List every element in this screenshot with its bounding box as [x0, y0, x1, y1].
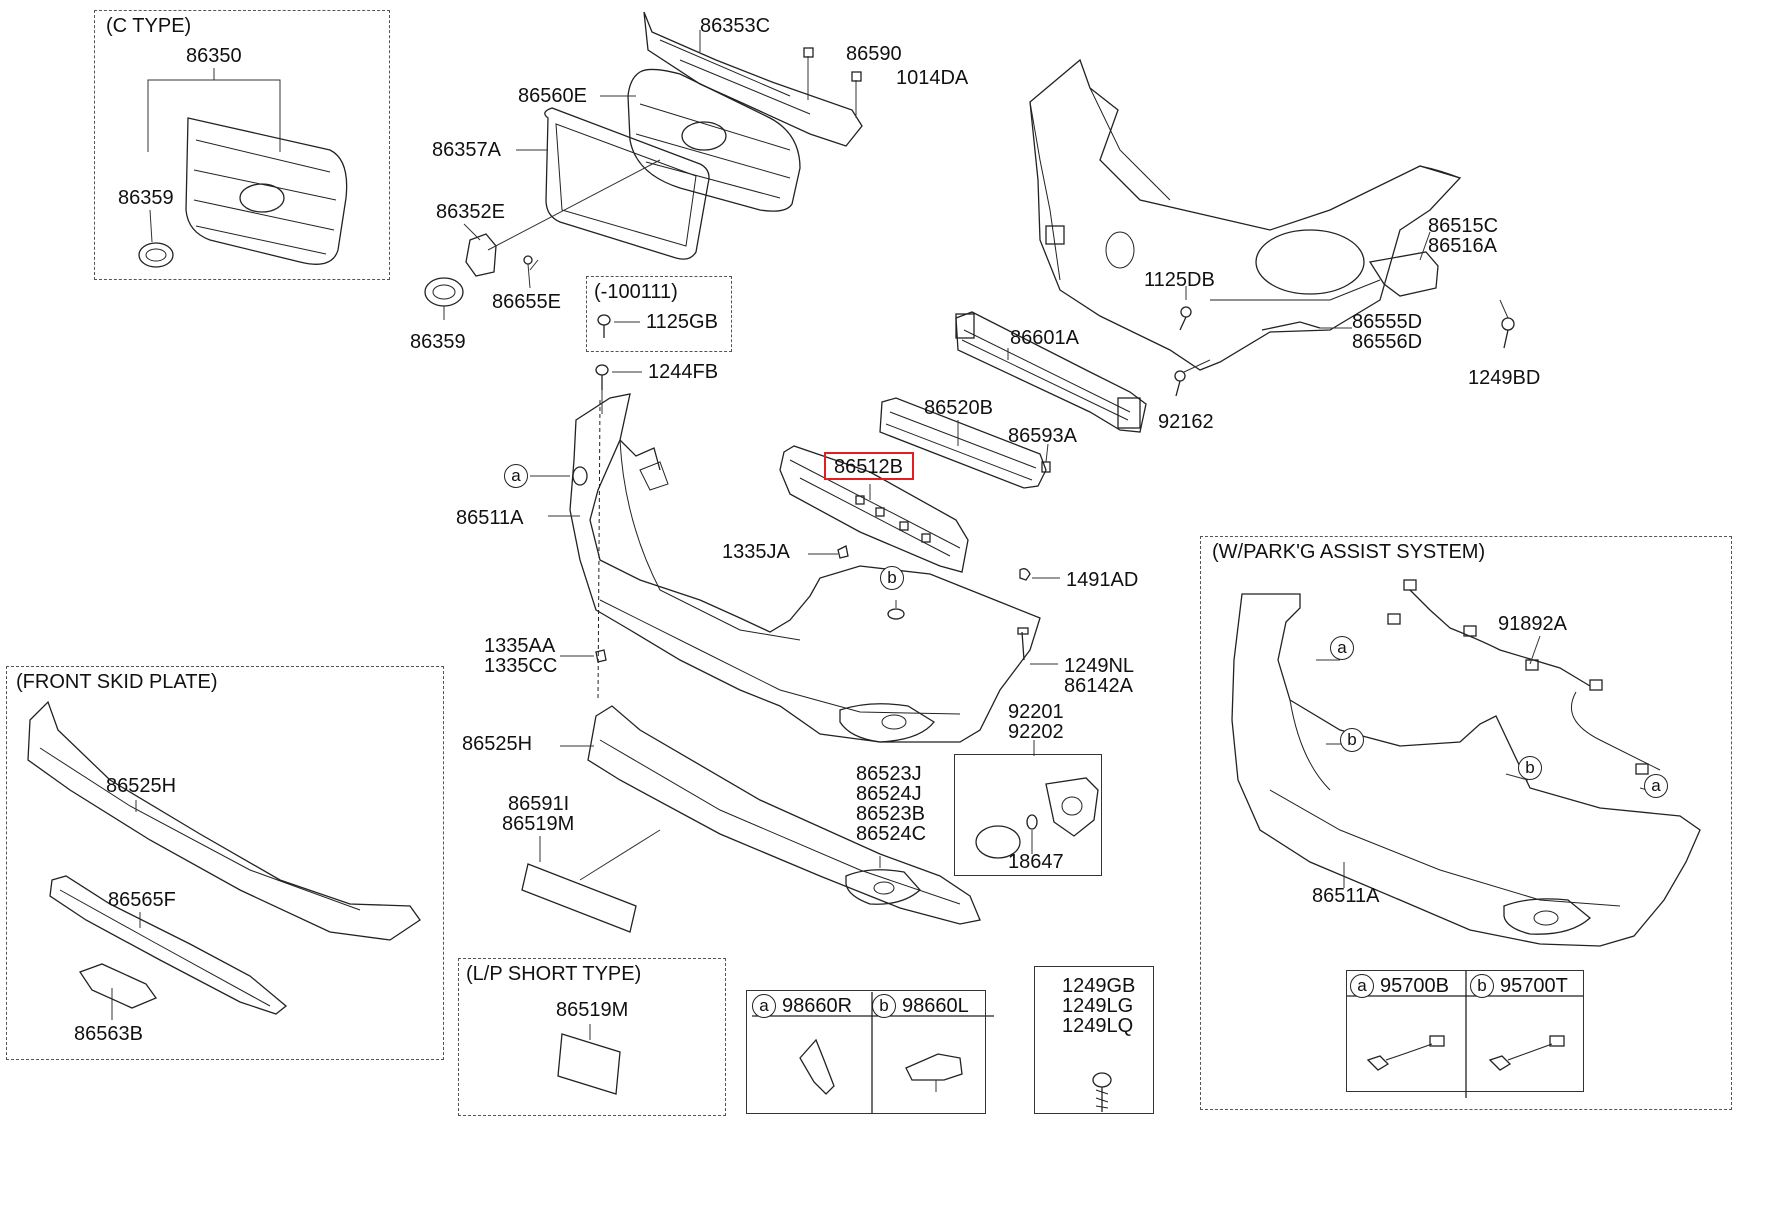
part-label-1249NL: 1249NL [1064, 655, 1135, 677]
group-title-c-type: (C TYPE) [106, 15, 192, 37]
caps-drawing [752, 992, 994, 1114]
part-label-86520B: 86520B [924, 397, 993, 419]
absorber-86520B-drawing [879, 397, 1051, 489]
part-label-86524J: 86524J [856, 783, 922, 805]
callout-b-sensor: b [1470, 974, 1494, 998]
part-label-86523J: 86523J [856, 763, 922, 785]
group-box-front-skid-plate [6, 666, 444, 1060]
part-label-18647: 18647 [1008, 851, 1064, 873]
part-label-86523B: 86523B [856, 803, 925, 825]
callout-a-cap: a [752, 994, 776, 1018]
part-label-86593A: 86593A [1008, 425, 1077, 447]
foglamp-box [954, 754, 1102, 876]
part-label-86357A: 86357A [432, 139, 501, 161]
group-box-c-type [94, 10, 390, 280]
part-label-95700T: 95700T [1500, 975, 1568, 997]
part-label-86556D: 86556D [1352, 331, 1423, 353]
part-label-92201: 92201 [1008, 701, 1064, 723]
valance-86525H-drawing [521, 705, 981, 933]
part-label-98660R: 98660R [782, 995, 853, 1017]
part-label-1125DB: 1125DB [1144, 269, 1215, 291]
bolt-1125GB-drawing [595, 314, 642, 390]
part-label-86516A: 86516A [1428, 235, 1497, 257]
part-label-95700B: 95700B [1380, 975, 1449, 997]
beam-86601A-drawing [955, 311, 1147, 433]
foglamp-drawing [975, 740, 1099, 859]
part-label-86511A: 86511A [456, 507, 524, 529]
part-label-1249BD: 1249BD [1468, 367, 1541, 389]
part-label-92162: 92162 [1158, 411, 1214, 433]
part-label-86359-ctype: 86359 [118, 187, 174, 209]
screw-1249GB-drawing [1092, 1072, 1112, 1112]
part-label-1014DA: 1014DA [896, 67, 969, 89]
group-title-park-assist: (W/PARK'G ASSIST SYSTEM) [1212, 541, 1486, 563]
callout-a-sensor: a [1350, 974, 1374, 998]
part-label-1249LQ: 1249LQ [1062, 1015, 1134, 1037]
part-label-86601A: 86601A [1010, 327, 1079, 349]
part-label-86352E: 86352E [436, 201, 505, 223]
callout-b-park-2: b [1518, 756, 1542, 780]
callout-b-cap: b [872, 994, 896, 1018]
callout-b-main: b [880, 566, 904, 590]
part-label-86515C: 86515C [1428, 215, 1499, 237]
skid-plate-drawing [27, 700, 421, 1020]
callout-b-park-1: b [1340, 728, 1364, 752]
group-title-lp-short-type: (L/P SHORT TYPE) [466, 963, 642, 985]
part-label-1249GB: 1249GB [1062, 975, 1136, 997]
part-label-86555D: 86555D [1352, 311, 1423, 333]
highlight-86512B [824, 452, 914, 480]
group-box-lp-short-type [458, 958, 726, 1116]
part-label-86655E: 86655E [492, 291, 561, 313]
part-label-park-91892A: 91892A [1498, 613, 1567, 635]
part-label-1335AA: 1335AA [484, 635, 556, 657]
license-bracket-drawing [557, 1024, 621, 1095]
ctype-grille-drawing [138, 68, 348, 268]
bracket-86512B-drawing [779, 445, 969, 573]
park-assist-drawing [1231, 579, 1701, 1098]
part-label-86560E: 86560E [518, 85, 587, 107]
part-label-86524C: 86524C [856, 823, 927, 845]
group-box-park-assist [1200, 536, 1732, 1110]
bumper-cover-86511A-drawing [530, 390, 1060, 743]
caps-box [746, 990, 986, 1114]
part-label-98660L: 98660L [902, 995, 969, 1017]
part-label-skid-86563B: 86563B [74, 1023, 143, 1045]
part-label-86519M: 86519M [502, 813, 575, 835]
part-label-1335CC: 1335CC [484, 655, 558, 677]
part-label-86512B: 86512B [834, 456, 903, 478]
grille-drawing [424, 11, 863, 320]
part-label-86591I: 86591I [508, 793, 570, 815]
callout-a-park-1: a [1330, 636, 1354, 660]
part-label-86359: 86359 [410, 331, 466, 353]
screw-box [1034, 966, 1154, 1114]
part-label-86590: 86590 [846, 43, 902, 65]
group-box-date-range [586, 276, 732, 352]
part-label-skid-86525H: 86525H [106, 775, 177, 797]
sensor-box [1346, 970, 1584, 1092]
part-label-park-86511A: 86511A [1312, 885, 1380, 907]
carrier-drawing [1029, 58, 1515, 397]
part-label-lp-86519M: 86519M [556, 999, 629, 1021]
part-label-86142A: 86142A [1064, 675, 1133, 697]
part-label-86525H: 86525H [462, 733, 533, 755]
part-label-86350: 86350 [186, 45, 242, 67]
callout-a-park-2: a [1644, 774, 1668, 798]
part-label-1244FB: 1244FB [648, 361, 719, 383]
part-label-1249LG: 1249LG [1062, 995, 1134, 1017]
group-title-front-skid-plate: (FRONT SKID PLATE) [16, 671, 218, 693]
part-label-1335JA: 1335JA [722, 541, 790, 563]
part-label-skid-86565F: 86565F [108, 889, 176, 911]
callout-a-main: a [504, 464, 528, 488]
group-title-date-range: (-100111) [594, 281, 678, 303]
part-label-1125GB: 1125GB [646, 311, 718, 333]
part-label-86353C: 86353C [700, 15, 771, 37]
part-label-92202: 92202 [1008, 721, 1064, 743]
part-label-1491AD: 1491AD [1066, 569, 1139, 591]
